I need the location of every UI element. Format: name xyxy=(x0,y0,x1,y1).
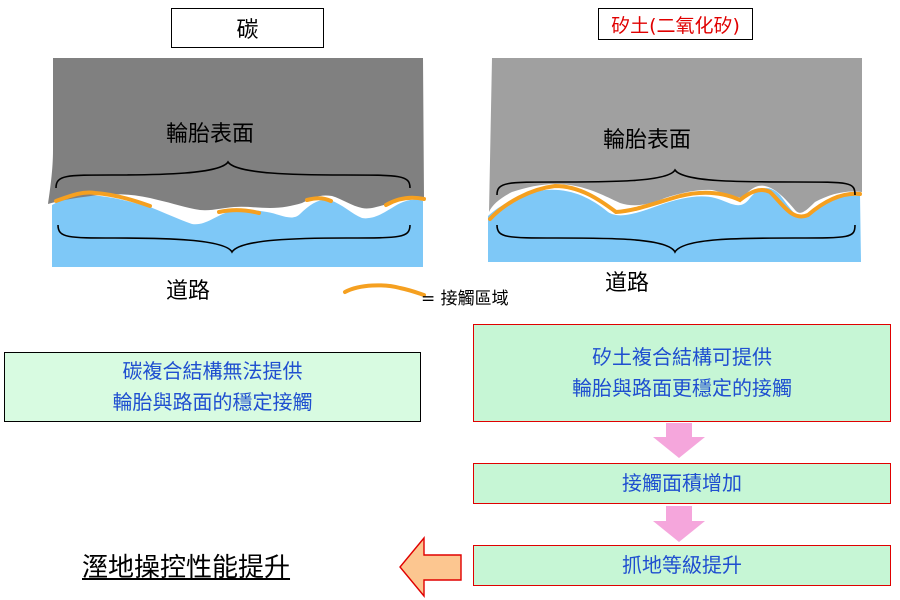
silica-contact-line xyxy=(488,183,862,221)
contact-area-increase-box: 接觸面積增加 xyxy=(473,463,891,504)
legend-text: = 接觸區域 xyxy=(421,289,509,309)
down-arrow-1 xyxy=(653,423,705,458)
silica-tire-label: 輪胎表面 xyxy=(603,128,692,153)
silica-panel xyxy=(488,58,862,262)
down-arrow-2 xyxy=(653,506,705,542)
silica-road-surface xyxy=(488,188,861,262)
carbon-contact-4 xyxy=(384,195,426,207)
carbon-result-line-2: 輪胎與路面的穩定接觸 xyxy=(112,390,313,414)
silica-title: 矽土(二氧化矽) xyxy=(598,8,753,40)
silica-road-label: 道路 xyxy=(605,271,650,296)
carbon-panel xyxy=(48,58,426,267)
silica-result-line-1: 矽土複合結構可提供 xyxy=(592,345,772,369)
left-arrow xyxy=(399,536,462,598)
carbon-tire-brace xyxy=(55,160,411,189)
conclusion-text: 溼地操控性能提升 xyxy=(82,553,291,583)
silica-tire-surface xyxy=(489,58,862,213)
silica-result-line-2: 輪胎與路面更穩定的接觸 xyxy=(572,376,792,400)
carbon-tire-label: 輪胎表面 xyxy=(166,122,255,147)
silica-road-brace xyxy=(496,224,856,254)
grip-level-box: 抓地等級提升 xyxy=(473,545,891,586)
carbon-road-brace xyxy=(57,224,411,254)
carbon-result-box: 碳複合結構無法提供 輪胎與路面的穩定接觸 xyxy=(4,352,421,422)
carbon-tire-surface xyxy=(48,58,424,211)
contact-area-increase-text: 接觸面積增加 xyxy=(622,471,742,495)
legend-contact-swatch xyxy=(343,283,426,297)
carbon-road-surface xyxy=(52,195,423,233)
grip-level-text: 抓地等級提升 xyxy=(622,553,742,577)
carbon-contact-2 xyxy=(217,208,261,215)
carbon-road-label: 道路 xyxy=(166,279,211,304)
silica-tire-brace xyxy=(496,168,856,196)
carbon-result-line-1: 碳複合結構無法提供 xyxy=(122,359,303,383)
silica-result-box: 矽土複合結構可提供 輪胎與路面更穩定的接觸 xyxy=(473,324,891,422)
carbon-contact-3 xyxy=(305,196,333,203)
carbon-contact-1 xyxy=(54,190,152,208)
carbon-title: 碳 xyxy=(171,8,324,48)
